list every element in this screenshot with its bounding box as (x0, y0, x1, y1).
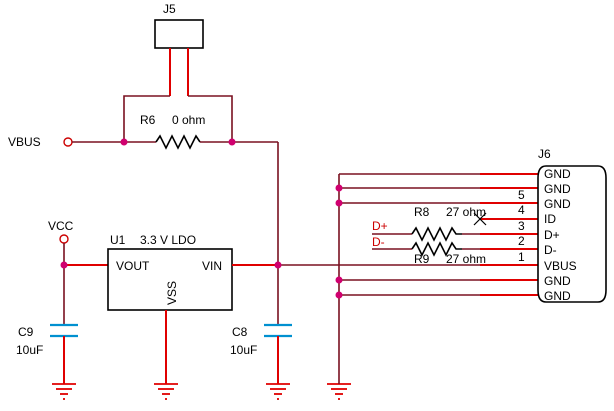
j5-ref-label: J5 (163, 2, 176, 16)
j6-pin-number: 3 (518, 219, 525, 233)
j6-pin-name: GND (544, 182, 571, 196)
ground-icon (327, 383, 351, 400)
j6-pin-number: 4 (518, 203, 525, 217)
r6-value-label: 0 ohm (172, 113, 205, 127)
j6-pin-number: 2 (518, 234, 525, 248)
vcc-net-label: VCC (48, 219, 74, 233)
r9-value-label: 27 ohm (446, 252, 486, 266)
junction-dot (335, 199, 343, 207)
c9-capacitor: C9 10uF (16, 323, 78, 384)
r9-ref-label: R9 (414, 252, 430, 266)
vbus-net-label: VBUS (8, 135, 41, 149)
dplus-net-label: D+ (372, 219, 388, 233)
wire-j5-left (123, 95, 170, 142)
junction-dot (228, 138, 236, 146)
r8-ref-label: R8 (414, 205, 430, 219)
u1-vout-pin-label: VOUT (116, 259, 150, 273)
wire-j5-right (188, 95, 233, 142)
j6-pin-name: D- (544, 243, 557, 257)
c8-value-label: 10uF (230, 343, 257, 357)
j6-pin-name: GND (544, 274, 571, 288)
j6-pin-name: D+ (544, 228, 560, 242)
ground-icon (52, 383, 76, 400)
c8-capacitor: C8 10uF (230, 323, 292, 384)
u1-value-label: 3.3 V LDO (140, 233, 196, 247)
vcc-port-icon (59, 234, 69, 244)
j6-pin-name: ID (544, 212, 556, 226)
ground-icon (154, 383, 178, 400)
u1-vss-pin-label: VSS (165, 281, 179, 305)
junction-dot (335, 184, 343, 192)
u1-vin-pin-label: VIN (202, 259, 222, 273)
ground-icon (266, 383, 290, 400)
c9-ref-label: C9 (18, 325, 34, 339)
j6-pin-name: GND (544, 289, 571, 303)
junction-dot (60, 261, 68, 269)
r6-ref-label: R6 (140, 113, 156, 127)
junction-dot (335, 276, 343, 284)
u1-ldo-regulator: U1 3.3 V LDO VOUT VIN VSS (107, 233, 233, 384)
j6-pin-number: 1 (518, 250, 525, 264)
j6-usb-connector: J6 (537, 147, 607, 303)
r8-resistor: R8 27 ohm (411, 205, 486, 242)
r6-resistor: R6 0 ohm (140, 113, 205, 150)
no-connect-icon (473, 212, 487, 226)
r8-value-label: 27 ohm (446, 205, 486, 219)
vbus-port-icon (63, 137, 73, 147)
j6-pin-name: GND (544, 197, 571, 211)
junction-dot (274, 261, 282, 269)
j5-connector: J5 (154, 2, 204, 96)
j6-ref-label: J6 (538, 147, 551, 161)
junction-dot (120, 138, 128, 146)
j6-pin-name: GND (544, 167, 571, 181)
c9-value-label: 10uF (16, 343, 43, 357)
c8-ref-label: C8 (232, 325, 248, 339)
j6-pin-name: VBUS (544, 259, 577, 273)
r9-resistor: R9 27 ohm (411, 241, 486, 266)
dminus-net-label: D- (372, 235, 385, 249)
junction-dot (335, 291, 343, 299)
j6-pin-number: 5 (518, 188, 525, 202)
u1-ref-label: U1 (110, 233, 126, 247)
